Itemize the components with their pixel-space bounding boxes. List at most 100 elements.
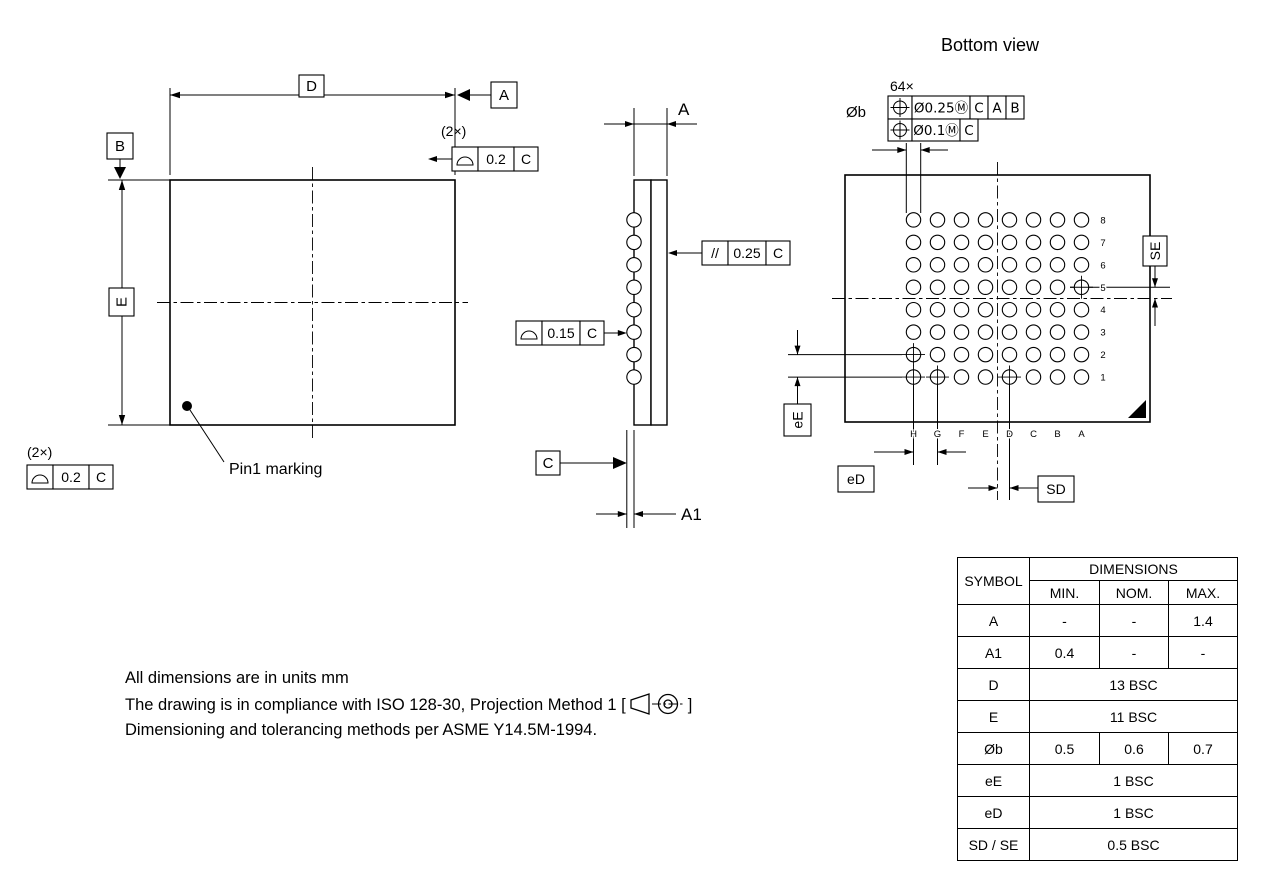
arrowhead <box>1152 278 1158 288</box>
table-cell: 0.5 BSC <box>1029 828 1238 861</box>
parallelism-icon: // <box>711 245 719 261</box>
table-header-row: SYMBOL DIMENSIONS <box>957 557 1238 605</box>
fcf-datum-cell <box>765 240 791 266</box>
table-cell: 0.5 <box>1029 732 1100 765</box>
ball-F5 <box>953 279 970 295</box>
table-cell-symbol: Øb <box>957 732 1030 765</box>
fcf-datum: A <box>992 101 1002 117</box>
ball-G6 <box>929 257 946 273</box>
dimension-d: D <box>169 74 456 175</box>
row-label-7: 7 <box>1100 238 1105 249</box>
arrowhead <box>937 449 947 455</box>
dimension-ed: eD <box>837 377 966 493</box>
arrowhead <box>617 511 627 517</box>
table-cell: 0.7 <box>1168 732 1238 765</box>
qty-label: (2×) <box>441 123 466 139</box>
ball-E8 <box>977 212 994 228</box>
table-row: SD / SE 0.5 BSC <box>957 828 1238 861</box>
pin1-label: Pin1 marking <box>229 461 322 478</box>
table-cell: 1 BSC <box>1029 764 1238 797</box>
table-cell: 13 BSC <box>1029 668 1238 701</box>
ball-count-label: 64× <box>890 78 914 94</box>
ball-A1 <box>1073 369 1090 385</box>
column-label-E: E <box>982 429 988 440</box>
row-label-4: 4 <box>1100 305 1105 316</box>
table-cell-symbol: A <box>957 604 1030 637</box>
position-icon <box>890 98 910 117</box>
side-ball-6 <box>626 257 642 273</box>
table-row: E 11 BSC <box>957 700 1238 733</box>
table-cell: - <box>1029 604 1100 637</box>
fcf-tolerance: Ø0.1Ⓜ <box>913 123 959 139</box>
datum-a-label: A <box>499 87 509 104</box>
fcf-position-group: 64× Ø0.25Ⓜ C A B Ø0.1Ⓜ C <box>887 78 1025 142</box>
pin1-corner-chamfer <box>1128 400 1146 418</box>
arrowhead <box>625 121 634 127</box>
ball-diameter-label: Øb <box>846 104 866 121</box>
ball-C5 <box>1025 279 1042 295</box>
ball-B7 <box>1049 234 1066 251</box>
ball-C6 <box>1025 257 1042 273</box>
table-row: eE 1 BSC <box>957 764 1238 797</box>
arrowhead <box>445 91 455 99</box>
column-label-F: F <box>959 429 965 440</box>
ball-E3 <box>977 324 994 340</box>
table-row: A1 0.4 - - <box>957 636 1238 669</box>
fcf-datum: C <box>773 245 783 261</box>
ball-F7 <box>953 234 970 251</box>
ball-C3 <box>1025 324 1042 340</box>
ball-D4 <box>1001 301 1018 318</box>
ed-box <box>837 465 875 493</box>
dimension-a: A <box>604 100 697 176</box>
side-view: A // 0.25 C 0.15 C C <box>515 100 791 528</box>
top-view: D A B E (2×) <box>26 74 539 490</box>
note-line-1: All dimensions are in units mm <box>125 669 349 687</box>
table-row: eD 1 BSC <box>957 796 1238 829</box>
arrowhead <box>118 415 126 425</box>
ball-G8 <box>929 212 946 228</box>
ee-label: eE <box>790 411 806 428</box>
table-cell: - <box>1099 636 1169 669</box>
ball-E5 <box>977 279 994 295</box>
arrowhead <box>667 121 676 127</box>
fcf-parallelism: // 0.25 C <box>668 240 791 266</box>
arrowhead <box>1152 298 1158 308</box>
pin1-marking: Pin1 marking <box>182 401 322 478</box>
ball-C4 <box>1025 301 1042 318</box>
datum-c-box <box>535 450 561 476</box>
arrowhead <box>428 156 437 162</box>
side-ball-1 <box>626 369 642 385</box>
ball-F8 <box>953 212 970 228</box>
row-label-2: 2 <box>1100 350 1105 361</box>
fcf-datum-cell <box>579 320 605 346</box>
ball-G3 <box>929 324 946 340</box>
notes-block: All dimensions are in units mm The drawi… <box>125 666 692 743</box>
ball-H4 <box>905 301 922 318</box>
ball-E2 <box>977 346 994 363</box>
table-row: A - - 1.4 <box>957 604 1238 637</box>
se-box <box>1142 235 1168 267</box>
ball-A7 <box>1073 234 1090 251</box>
column-label-D: D <box>1006 429 1013 440</box>
fcf-profile-bottom: (2×) 0.2 C <box>26 444 114 490</box>
table-header-min: MIN. <box>1029 580 1100 605</box>
ball-D7 <box>1001 234 1018 251</box>
datum-a-flag: A <box>457 81 518 109</box>
ball-F1 <box>953 369 970 385</box>
bottom-view-package-outline <box>844 174 1151 423</box>
side-view-balls <box>626 212 642 385</box>
ball-H5 <box>905 279 922 295</box>
sd-label: SD <box>1046 481 1065 497</box>
datum-c-flag: C <box>535 450 627 476</box>
fcf-symbol-cell <box>701 240 729 266</box>
fcf-datum-cell <box>88 464 114 490</box>
ball-G4 <box>929 301 946 318</box>
ed-label: eD <box>847 471 865 487</box>
ball-H6 <box>905 257 922 273</box>
fcf-tolerance: 0.25 <box>733 245 760 261</box>
leader-line <box>189 409 225 463</box>
side-view-mold-cap <box>650 179 668 426</box>
